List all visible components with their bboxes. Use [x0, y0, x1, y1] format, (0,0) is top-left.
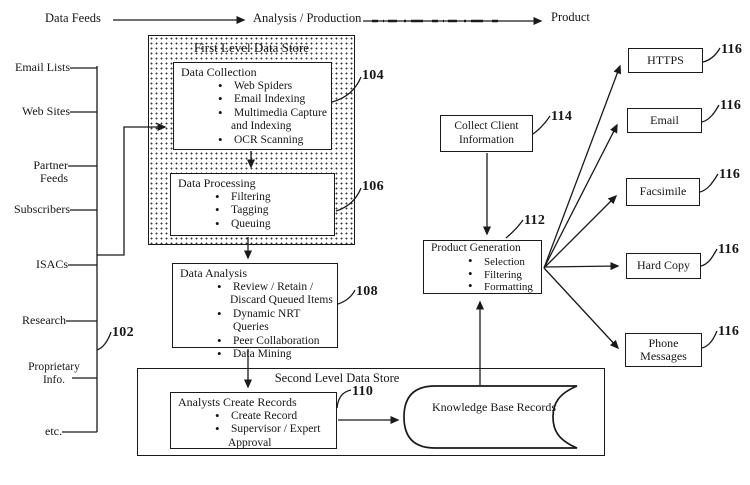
ref-116-https: 116: [721, 42, 743, 57]
data-collection-box: Data Collection Web Spiders Email Indexi…: [173, 62, 332, 150]
header-analysis-production-label: Analysis / Production: [253, 11, 362, 25]
data-analysis-item: Review / Retain /: [173, 280, 337, 294]
output-phone-messages-box: Phone Messages: [625, 333, 702, 367]
ref-112: 112: [524, 213, 546, 228]
data-processing-box: Data Processing Filtering Tagging Queuin…: [170, 173, 335, 236]
ref-110: 110: [352, 384, 374, 399]
arrow-to-hard-copy: [543, 262, 620, 271]
data-processing-title: Data Processing: [178, 176, 256, 190]
leader-114: [532, 115, 551, 135]
analysts-create-records-title: Analysts Create Records: [178, 395, 297, 409]
data-collection-item: Multimedia Capture: [174, 106, 331, 120]
ref-106: 106: [362, 179, 384, 194]
output-hard-copy-box: Hard Copy: [626, 253, 701, 279]
header-data-feeds-label: Data Feeds: [45, 11, 101, 25]
data-analysis-item: Data Mining: [173, 347, 337, 361]
data-collection-title: Data Collection: [181, 65, 257, 79]
arrow-to-https: [543, 64, 622, 269]
leader-112: [505, 219, 524, 239]
product-generation-box: Product Generation Selection Filtering F…: [423, 240, 542, 294]
collect-client-information-box: Collect Client Information: [440, 115, 533, 152]
product-generation-item: Selection: [424, 255, 541, 269]
data-processing-item: Queuing: [171, 217, 334, 231]
output-https-box: HTTPS: [628, 48, 703, 73]
leader-116-https: [702, 47, 721, 63]
arrow-to-email: [543, 123, 618, 269]
leader-108: [337, 289, 356, 305]
source-etc: etc.: [45, 424, 62, 438]
output-email-box: Email: [627, 108, 702, 133]
ref-114: 114: [551, 109, 573, 124]
arrow-to-facsimile: [543, 194, 618, 269]
analysts-create-records-box: Analysts Create Records Create Record Su…: [170, 392, 337, 449]
product-generation-item: Filtering: [424, 268, 541, 282]
data-analysis-title: Data Analysis: [180, 266, 247, 280]
data-processing-item: Tagging: [171, 203, 334, 217]
data-analysis-item-continuation: Discard Queued Items: [230, 294, 333, 307]
analysts-item-continuation: Approval: [228, 436, 272, 449]
source-partner-feeds: Partner Feeds: [33, 158, 68, 185]
header-product-label: Product: [551, 10, 590, 24]
ref-104: 104: [362, 68, 384, 83]
ref-116-facsimile: 116: [719, 167, 741, 182]
leader-116-phone-messages: [701, 330, 718, 349]
data-analysis-item: Peer Collaboration: [173, 334, 337, 348]
analysts-item: Create Record: [171, 409, 336, 423]
source-subscribers: Subscribers: [14, 202, 70, 216]
leader-116-facsimile: [699, 173, 719, 193]
ref-116-phone-messages: 116: [718, 324, 740, 339]
data-collection-item: Web Spiders: [174, 79, 331, 93]
source-research: Research: [22, 313, 66, 327]
leader-102: [96, 331, 112, 351]
source-isacs: ISACs: [35, 257, 68, 271]
output-facsimile-box: Facsimile: [626, 178, 700, 206]
arrow-to-phone-messages: [543, 267, 620, 350]
data-collection-item-continuation: and Indexing: [231, 120, 292, 133]
knowledge-base-records-label: Knowledge Base Records: [432, 400, 556, 414]
ref-108: 108: [356, 284, 378, 299]
source-proprietary-info: Proprietary Info.: [28, 361, 80, 386]
ref-116-email: 116: [720, 98, 742, 113]
first-level-data-store-title: First Level Data Store: [193, 40, 310, 55]
leader-116-hard-copy: [700, 248, 718, 267]
leader-116-email: [701, 104, 720, 123]
product-generation-title: Product Generation: [431, 242, 521, 254]
data-processing-item: Filtering: [171, 190, 334, 204]
source-web-sites: Web Sites: [21, 104, 70, 118]
data-analysis-box: Data Analysis Review / Retain / Discard …: [172, 263, 338, 361]
data-analysis-item: Dynamic NRT Queries: [173, 307, 337, 335]
data-collection-item: Email Indexing: [174, 92, 331, 106]
product-generation-item: Formatting: [424, 280, 541, 294]
data-collection-item: OCR Scanning: [174, 133, 331, 147]
ref-102: 102: [112, 325, 134, 340]
ref-116-hard-copy: 116: [718, 242, 740, 257]
second-level-data-store-title: Second Level Data Store: [274, 371, 400, 385]
source-email-lists: Email Lists: [15, 60, 70, 74]
analysts-item: Supervisor / Expert: [171, 422, 336, 436]
